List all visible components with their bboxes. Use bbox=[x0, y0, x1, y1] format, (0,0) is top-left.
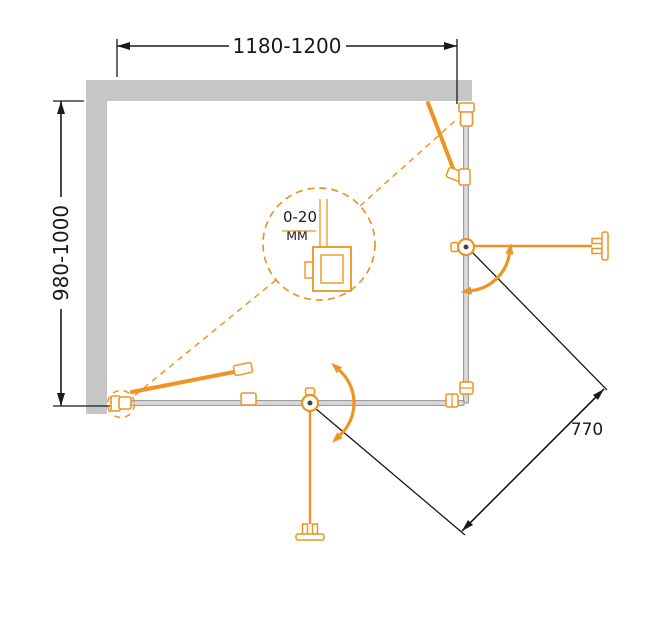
dim-width: 1180-1200 bbox=[116, 32, 458, 104]
dim-entry-line bbox=[461, 388, 605, 532]
detail-circle bbox=[262, 187, 376, 301]
dim-width-arrow-right bbox=[444, 42, 457, 50]
detail-leader-bottom-left bbox=[133, 279, 277, 397]
detail-range-label: 0-20 bbox=[283, 208, 317, 226]
stabilizer-glass-clamp-top bbox=[458, 168, 471, 186]
dim-entry-ext-lower bbox=[314, 407, 466, 536]
dim-depth-label: 980-1000 bbox=[49, 205, 73, 301]
dim-depth-label-bg bbox=[47, 197, 75, 309]
profile-inner bbox=[320, 254, 344, 284]
dim-depth-arrow-top bbox=[57, 101, 65, 114]
profile-cross-section bbox=[304, 246, 352, 292]
wall-top bbox=[86, 80, 472, 101]
dim-depth-arrow-bottom bbox=[57, 393, 65, 406]
swing-arrow-bottom-head-1 bbox=[331, 362, 343, 374]
handle-bottom-stem-2 bbox=[311, 523, 319, 535]
dim-entry-label: 770 bbox=[571, 420, 603, 440]
swing-arrow-right bbox=[471, 253, 511, 293]
detail-unit-label: ММ bbox=[286, 228, 308, 243]
glass-panel-bottom bbox=[111, 400, 465, 406]
bottom-door-assembly bbox=[110, 361, 356, 541]
dim-width-label-bg bbox=[229, 32, 346, 59]
swing-arrow-right-head-2 bbox=[460, 286, 472, 295]
stabilizer-bar-top bbox=[426, 101, 458, 178]
dim-depth: 980-1000 bbox=[47, 100, 110, 407]
glass-clamp-bottom-left bbox=[118, 396, 132, 410]
dim-entry-arrow-lower bbox=[462, 520, 473, 531]
profile-wall-tab bbox=[304, 261, 313, 279]
glass-panel-right bbox=[463, 112, 469, 404]
stabilizer-bar-bottom bbox=[130, 368, 246, 394]
hinge-bottom-pin bbox=[307, 400, 313, 406]
wall-profile-top-right bbox=[458, 102, 475, 113]
swing-arrow-bottom-head-2 bbox=[332, 432, 343, 443]
hinge-right-pin bbox=[463, 244, 469, 250]
dim-width-arrow-left bbox=[117, 42, 130, 50]
swing-arrow-right-head-1 bbox=[505, 243, 514, 255]
detail-callout: 0-20 ММ bbox=[106, 119, 457, 419]
handle-right-bar bbox=[601, 231, 609, 261]
profile-outer bbox=[312, 246, 352, 292]
right-door-assembly bbox=[426, 101, 609, 408]
glass-clamp-top-right bbox=[459, 111, 474, 127]
stabilizer-glass-clamp-bottom bbox=[240, 392, 257, 406]
stabilizer-fitting-bottom bbox=[232, 361, 254, 377]
walls bbox=[86, 80, 472, 414]
dim-width-label: 1180-1200 bbox=[232, 34, 341, 58]
handle-right-stem-2 bbox=[591, 247, 603, 255]
handle-right-stem-1 bbox=[591, 237, 603, 245]
handle-bottom-stem-1 bbox=[301, 523, 309, 535]
dim-entry: 770 bbox=[314, 250, 608, 536]
detail-marker-circle bbox=[106, 389, 136, 419]
swing-arrow-bottom bbox=[338, 369, 356, 437]
dim-entry-arrow-upper bbox=[593, 389, 604, 400]
wall-left bbox=[86, 80, 107, 414]
handle-bottom-bar bbox=[295, 533, 325, 541]
dim-entry-ext-upper bbox=[470, 250, 608, 391]
